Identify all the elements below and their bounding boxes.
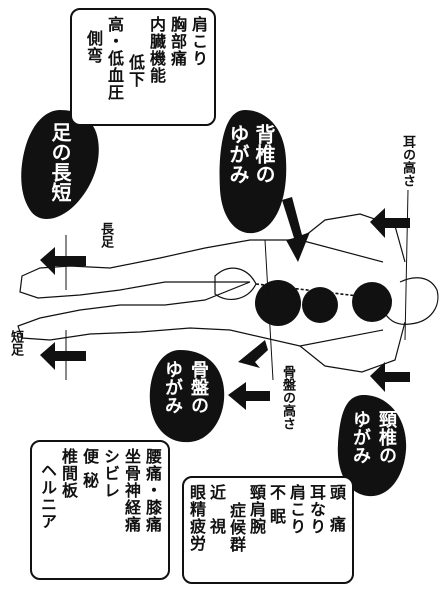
neck-badge-line: ゆがみ — [350, 410, 371, 464]
symptom-item: 肩こり — [287, 484, 306, 535]
spine-badge — [219, 110, 287, 234]
arrow-spine-icon — [282, 197, 310, 262]
symptom-item: 眼精疲労 — [187, 484, 206, 552]
lumbar-circle — [302, 287, 338, 323]
symptom-item: 低下 — [126, 54, 145, 88]
leg-length-badge-label: 足の長短 — [48, 122, 72, 202]
spine-badge-text: 背椎の ゆがみ — [226, 124, 276, 184]
neck-circle — [352, 282, 392, 322]
arm-right-outline — [299, 321, 406, 373]
pelvis-badge-line: 骨盤の — [188, 360, 209, 414]
leg-length-badge — [21, 110, 99, 220]
symptom-item: 胸部痛 — [168, 16, 187, 67]
arrow-neck-icon — [370, 362, 410, 392]
symptom-item: 坐骨神経痛 — [122, 448, 141, 533]
symptom-item: 近視 — [207, 484, 226, 552]
ear-line — [404, 189, 409, 341]
arrow-pelvis-diag-icon — [238, 340, 268, 368]
symptom-item: 耳なり — [307, 484, 326, 535]
symptom-item: 肩こり — [189, 16, 208, 67]
symptom-item: 頸肩腕 — [247, 484, 266, 535]
symptom-box-bottom-right: 頭痛 耳なり 肩こり 不眠 頸肩腕 症候群 近視 眼精疲労 — [182, 476, 354, 584]
symptom-item: 頭痛 — [327, 484, 346, 548]
neck-badge-text: 頸椎の ゆがみ — [348, 410, 398, 464]
arrow-ear-top-icon — [370, 208, 410, 238]
symptom-item: 症候群 — [227, 502, 246, 553]
ear-height-label: 耳の高さ — [400, 135, 415, 187]
short-leg-label: 短足 — [8, 330, 23, 356]
arrow-long-leg-icon — [40, 247, 86, 275]
symptom-item: ヘルニア — [38, 462, 57, 530]
torso-legs-outline — [17, 239, 384, 347]
pelvis-outline — [214, 267, 257, 301]
pelvis-badge-line: ゆがみ — [162, 360, 183, 414]
symptom-item: 椎間板 — [59, 448, 78, 499]
head-outline — [382, 277, 439, 325]
symptom-item: 便秘 — [80, 448, 99, 496]
arrow-short-leg-icon — [40, 342, 86, 370]
symptom-item: シビレ — [101, 448, 120, 499]
symptom-item: 側弯 — [84, 30, 103, 64]
arm-left-outline — [299, 213, 406, 263]
pelvis-badge — [149, 350, 225, 443]
pelvis-badge-text: 骨盤の ゆがみ — [160, 360, 210, 414]
symptom-item: 高・低血圧 — [105, 16, 124, 101]
spine-badge-line: 背椎の — [252, 124, 276, 184]
pelvis-height-label: 骨盤の高さ — [280, 365, 295, 430]
symptom-item: 内臓機能 — [147, 16, 166, 84]
neck-badge-line: 頸椎の — [376, 410, 397, 464]
pelvis-line — [264, 239, 274, 381]
spine-badge-line: ゆがみ — [226, 124, 250, 184]
long-leg-label: 長足 — [98, 222, 113, 248]
neck-badge — [337, 394, 407, 497]
symptom-item: 不眠 — [267, 484, 286, 532]
symptom-item: 腰痛・膝痛 — [143, 448, 162, 533]
arrow-pelvis-icon — [228, 382, 270, 410]
symptom-box-bottom-left: 腰痛・膝痛 坐骨神経痛 シビレ 便秘 椎間板 ヘルニア — [30, 440, 170, 580]
symptom-box-top: 肩こり 胸部痛 内臓機能 低下 高・低血圧 側弯 — [70, 8, 216, 126]
pelvis-circle — [255, 280, 301, 326]
